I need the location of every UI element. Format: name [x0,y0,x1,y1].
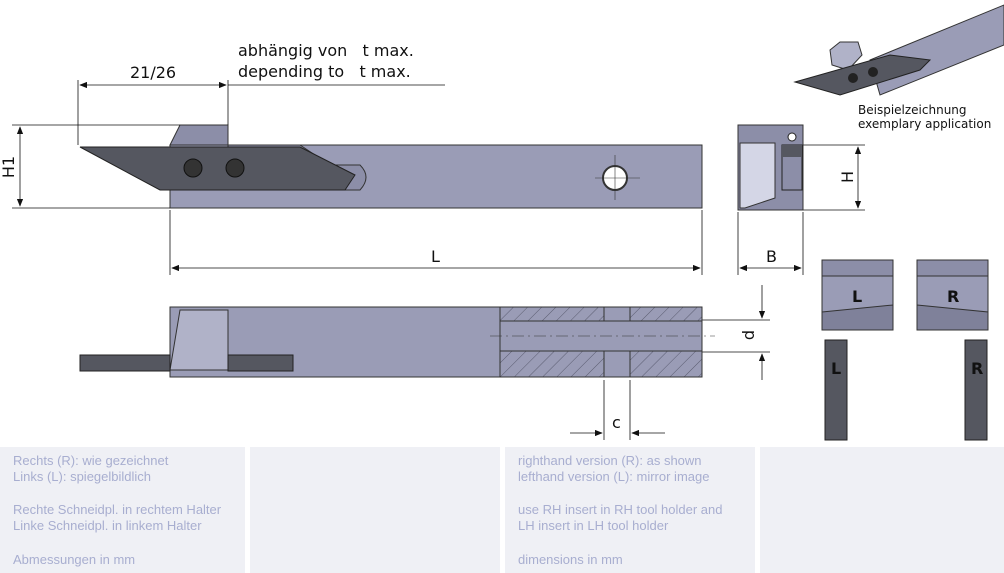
note-line: Abmessungen in mm [13,552,136,567]
note-line: Links (L): spiegelbildlich [13,469,152,484]
top-view [79,306,715,378]
empty-panel [760,447,1004,573]
notes-panel-en: righthand version (R): as shown lefthand… [505,447,755,573]
end-view [737,124,804,211]
dim-c: c [612,413,621,432]
note-line: Linke Schneidpl. in linkem Halter [13,518,202,533]
left-holder-label: L [852,287,863,306]
dim-l: L [431,247,440,266]
empty-panel [250,447,500,573]
note-line: use RH insert in RH tool holder and [518,502,723,517]
example-caption-en: exemplary application [858,117,992,131]
dimension-lines [12,80,865,440]
example-caption-de: Beispielzeichnung [858,103,967,117]
dim-b: B [766,247,777,266]
dim-21-26: 21/26 [130,63,177,82]
note-en: depending to t max. [238,62,411,81]
note-line: lefthand version (L): mirror image [518,469,710,484]
note-line: righthand version (R): as shown [518,453,702,468]
note-line: Rechte Schneidpl. in rechtem Halter [13,502,222,517]
dim-d: d [739,329,759,341]
dim-h1: H1 [0,155,19,179]
note-line: Rechts (R): wie gezeichnet [13,453,169,468]
left-insert-label: L [831,359,842,378]
note-line: LH insert in LH tool holder [518,518,669,533]
dim-h: H [838,170,858,184]
variant-views [821,259,989,441]
note-line: dimensions in mm [518,552,623,567]
side-view [79,124,703,209]
notes-panel-de: Rechts (R): wie gezeichnet Links (L): sp… [0,447,245,573]
right-holder-label: R [947,287,960,306]
right-insert-label: R [971,359,984,378]
example-illustration [793,4,1004,96]
note-de: abhängig von t max. [238,41,414,60]
